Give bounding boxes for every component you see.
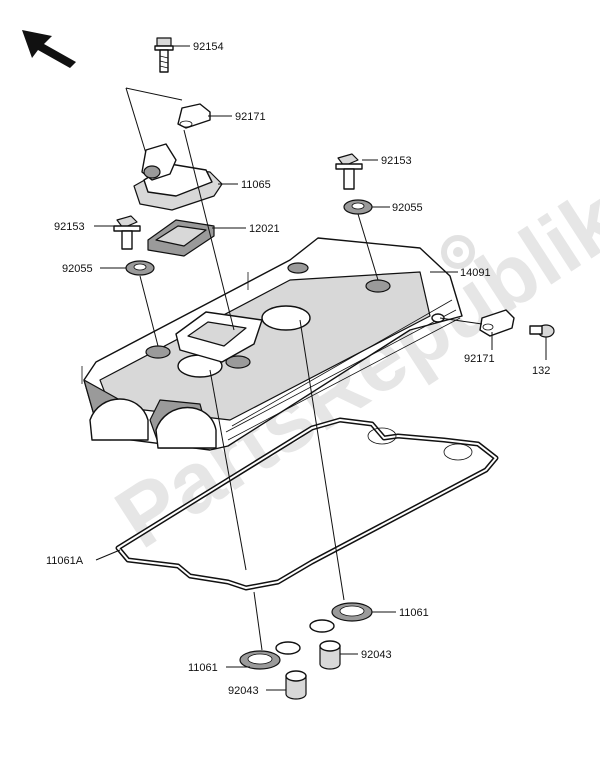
- dowel-92043-left: [285, 670, 307, 700]
- bolt-132: [529, 324, 555, 338]
- dowel-92043-right: [319, 640, 341, 670]
- label-92153-right: 92153: [381, 155, 412, 167]
- label-92055-right: 92055: [392, 202, 423, 214]
- label-11061-left: 11061: [188, 662, 218, 674]
- plug-seal-11061-left: [239, 641, 301, 670]
- bolt-92153-left: [113, 215, 141, 250]
- ref-line: [125, 87, 149, 161]
- arrow-up-left-icon: [22, 30, 76, 68]
- label-92043-left: 92043: [228, 685, 259, 697]
- washer-92055-right: [343, 199, 373, 215]
- gear-icon: [441, 235, 475, 269]
- plug-seal-11061-right: [309, 602, 373, 633]
- label-92043-right: 92043: [361, 649, 392, 661]
- bolt-92153-right: [335, 153, 363, 190]
- label-14091: 14091: [460, 267, 491, 279]
- bracket-92171-top: [177, 103, 211, 129]
- bracket-92171-right: [479, 309, 515, 337]
- label-92055-left: 92055: [62, 263, 93, 275]
- label-92171-top: 92171: [235, 111, 266, 123]
- label-11061A: 11061A: [46, 555, 84, 567]
- label-92153-left: 92153: [54, 221, 85, 233]
- label-12021: 12021: [249, 223, 280, 235]
- label-11065: 11065: [241, 179, 271, 191]
- label-132: 132: [532, 365, 550, 377]
- plate-12021: [147, 219, 215, 257]
- breather-cover-11065: [133, 143, 223, 211]
- label-92154: 92154: [193, 41, 224, 53]
- gasket-11061A: [115, 417, 499, 591]
- bolt-92154: [154, 37, 174, 73]
- label-92171-right: 92171: [464, 353, 495, 365]
- washer-92055-left: [125, 260, 155, 276]
- ref-line: [125, 87, 183, 101]
- label-11061-right: 11061: [399, 607, 429, 619]
- leader-lines: [94, 45, 547, 691]
- cylinder-head-cover-14091: [81, 237, 463, 451]
